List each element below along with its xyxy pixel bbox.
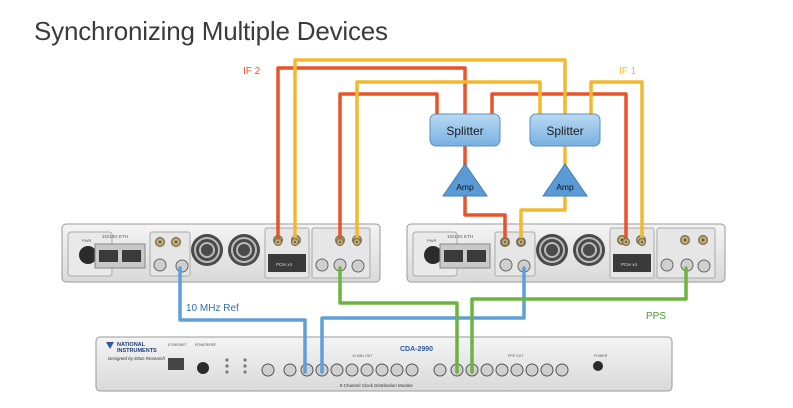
eth-label: 1G/10G ETH (102, 234, 128, 239)
pwr-label: PWR (427, 238, 436, 243)
pcie-label: PCIe x4 (276, 262, 293, 267)
splitter-2: Splitter (529, 113, 601, 147)
eth-label: 1G/10G ETH (447, 234, 473, 239)
if2-cable-orange (338, 92, 439, 244)
ref-cable-blue (320, 266, 526, 374)
if2-cable-orange (490, 92, 628, 244)
splitter-label: Splitter (546, 124, 583, 138)
pcie-label: PCIe x4 (621, 262, 638, 267)
power-connector (424, 246, 442, 264)
cda-model-label: CDA-2990 (400, 346, 433, 353)
mhz-out-label: 10 MHz OUT (352, 354, 373, 358)
power-label: POWER (594, 354, 608, 358)
ethernet-port-label: ETHERNET (168, 343, 188, 347)
if1-cable-yellow (293, 58, 567, 244)
ethernet-port (168, 358, 184, 370)
amp-2: Amp (542, 163, 588, 197)
if1-cable-yellow (519, 194, 567, 244)
pps-label: PPS (646, 311, 666, 322)
pps-cable-green (338, 266, 459, 374)
splitter-1: Splitter (429, 113, 501, 147)
brand-tagline: Designed by Ettus Research (108, 356, 166, 361)
if1-cable-yellow (355, 80, 542, 244)
ni-logo-icon: NATIONAL INSTRUMENTS (106, 342, 157, 354)
brand-line1: NATIONAL (117, 342, 146, 348)
cables (178, 58, 688, 374)
amp-1: Amp (442, 163, 488, 197)
if1-label: IF 1 (619, 66, 637, 77)
page-title: Synchronizing Multiple Devices (34, 16, 388, 46)
cable-ends (274, 238, 646, 246)
fan-grille-icon (573, 234, 605, 266)
cda-2990-unit: NATIONAL INSTRUMENTS Designed by Ettus R… (95, 336, 673, 392)
fan-grille-icon (228, 234, 260, 266)
usrp-device-2: PWR 1G/10G ETH PCIe x4 (406, 223, 726, 283)
fan-grille-icon (191, 234, 223, 266)
powerref-label: POWER/REF (195, 343, 216, 347)
pwr-label: PWR (82, 238, 91, 243)
knob-icon (197, 362, 209, 374)
cda-subtitle: 8 Channel Clock Distribution Module (340, 383, 413, 388)
pps-cable-green (470, 266, 688, 374)
ref-cable-blue (178, 266, 307, 374)
if2-cable-orange (276, 66, 467, 244)
if2-label: IF 2 (243, 66, 261, 77)
amp-label: Amp (456, 182, 474, 192)
usrp-device-1: PWR 1G/10G ETH PCIe x4 (61, 223, 381, 283)
cda-bnc-row (261, 361, 603, 377)
fan-grille-icon (536, 234, 568, 266)
pps-out-label: PPS OUT (508, 354, 524, 358)
power-connector (79, 246, 97, 264)
ref-label: 10 MHz Ref (186, 303, 239, 314)
if2-cable-orange (463, 194, 507, 244)
amp-label: Amp (556, 182, 574, 192)
brand-line2: INSTRUMENTS (117, 348, 157, 354)
splitter-label: Splitter (446, 124, 483, 138)
if1-cable-yellow (589, 80, 644, 244)
